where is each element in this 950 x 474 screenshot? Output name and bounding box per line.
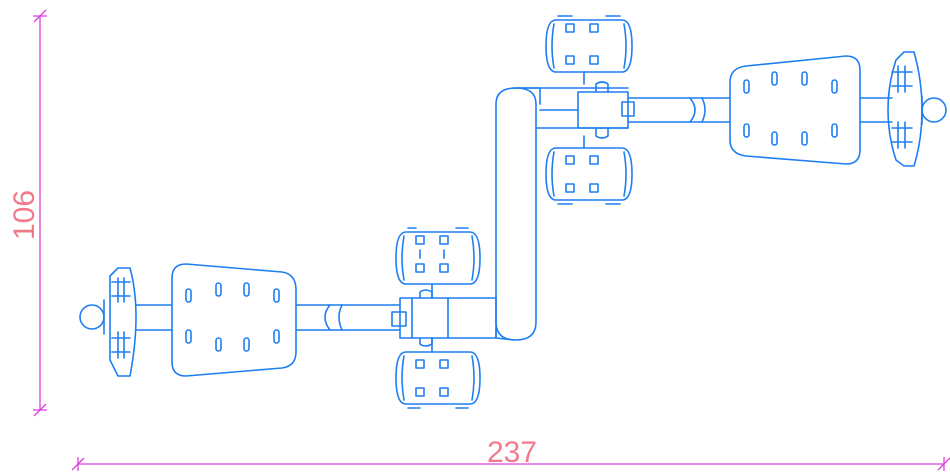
right-end-knob bbox=[921, 97, 947, 123]
right-handle-grips bbox=[891, 65, 913, 149]
left-rider-assembly bbox=[79, 263, 401, 377]
width-dimension-label: 237 bbox=[487, 436, 537, 469]
right-handlebar-plate bbox=[887, 51, 923, 167]
center-connector-tube bbox=[495, 87, 541, 341]
left-seat-pad bbox=[171, 263, 297, 377]
left-upper-pedal bbox=[395, 227, 481, 299]
width-dimension: 237 bbox=[71, 436, 950, 471]
height-dimension: 106 bbox=[8, 9, 47, 417]
left-end-knob bbox=[79, 304, 105, 330]
right-rider-assembly bbox=[627, 51, 947, 167]
left-handle-grips bbox=[111, 277, 131, 359]
height-dimension-label: 106 bbox=[8, 190, 41, 240]
right-lower-pedal bbox=[545, 135, 633, 205]
right-seat-bolts bbox=[743, 71, 838, 146]
left-hub-assembly bbox=[391, 227, 497, 409]
left-seat-bolts bbox=[185, 282, 280, 352]
left-lower-pedal bbox=[395, 337, 481, 409]
right-upper-pedal bbox=[545, 15, 633, 85]
left-handlebar-plate bbox=[103, 267, 137, 377]
right-seat-pad bbox=[729, 55, 861, 165]
right-hub-assembly bbox=[515, 15, 635, 205]
